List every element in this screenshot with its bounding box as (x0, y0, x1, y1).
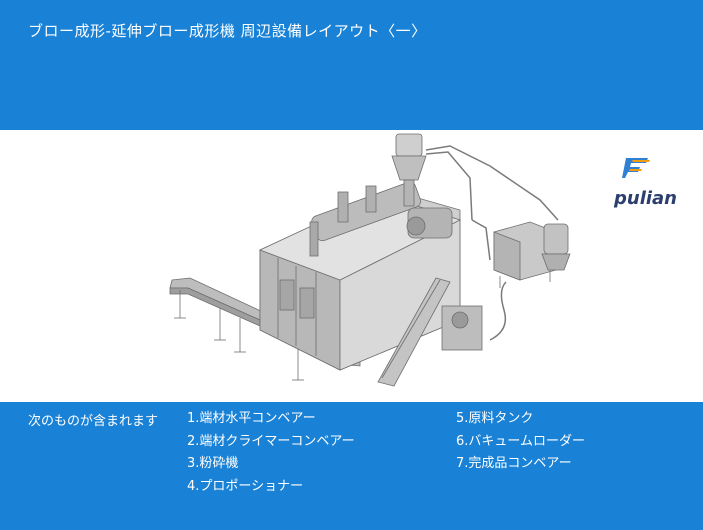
equipment-list-band: 次のものが含まれます 1.端材水平コンベアー 2.端材クライマーコンベアー 3.… (0, 402, 703, 530)
list-item: 7.完成品コンベアー (456, 456, 572, 471)
equipment-list-right: 5.原料タンク 6.バキュームローダー 7.完成品コンベアー (456, 408, 585, 476)
list-item: 1.端材水平コンベアー (187, 411, 316, 426)
equipment-intro: 次のものが含まれます (28, 414, 159, 429)
page-title: ブロー成形-延伸ブロー成形機 周辺設備レイアウト〈一〉 (28, 22, 427, 40)
blow-molding-equipment-illustration-icon (169, 133, 571, 387)
list-item: 6.バキュームローダー (456, 433, 586, 449)
pulian-logo-icon (622, 158, 650, 178)
list-item: 3.粉砕機 (187, 456, 239, 471)
illustration-panel: pulian (0, 130, 703, 402)
header-band: ブロー成形-延伸ブロー成形機 周辺設備レイアウト〈一〉 (0, 0, 703, 130)
logo: pulian (612, 158, 692, 210)
list-item: 5.原料タンク (456, 411, 534, 426)
list-item: 4.プロポーショナー (187, 478, 304, 494)
list-item: 2.端材クライマーコンベアー (187, 433, 355, 449)
equipment-list-left: 1.端材水平コンベアー 2.端材クライマーコンベアー 3.粉砕機 4.プロポーシ… (187, 408, 355, 498)
logo-text: pulian (614, 188, 677, 209)
